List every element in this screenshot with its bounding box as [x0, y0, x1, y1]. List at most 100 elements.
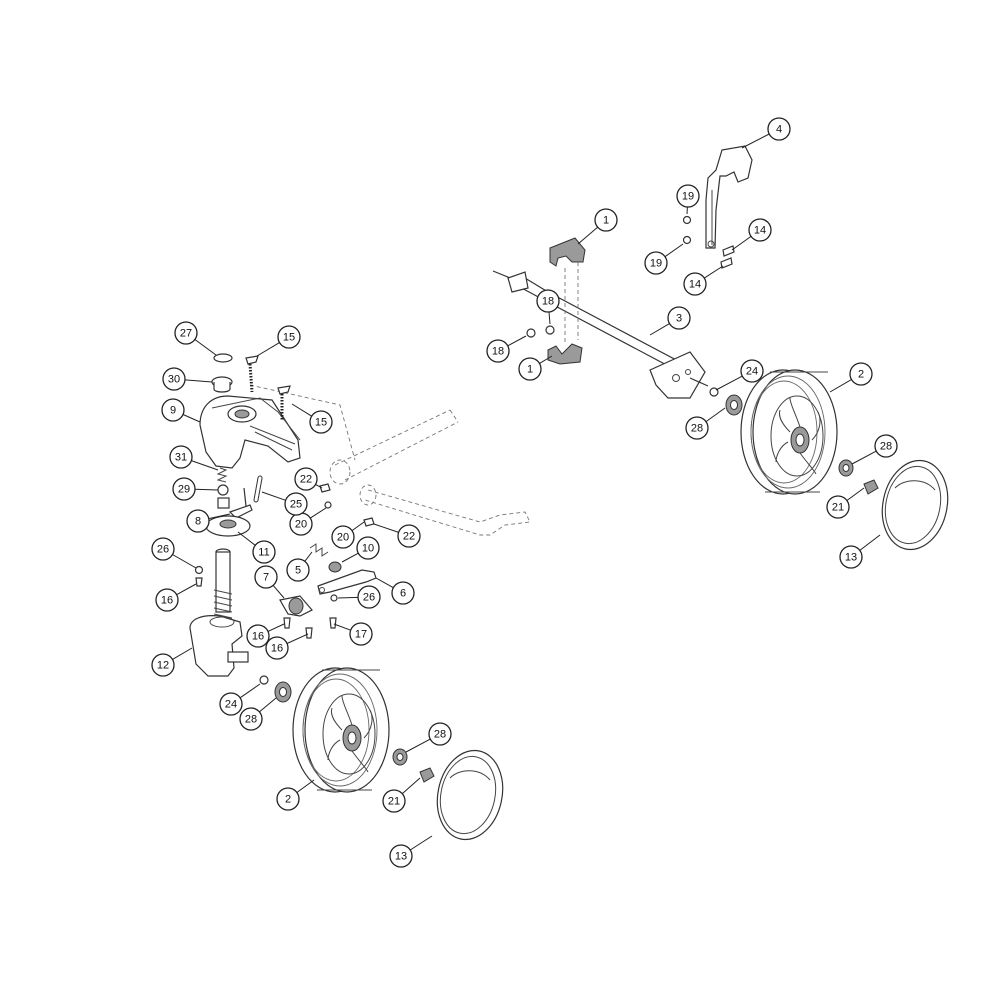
- callout-7: 7: [254, 565, 285, 599]
- callout-19: 19: [676, 184, 700, 215]
- callout-label: 14: [689, 279, 701, 291]
- screw-part: [722, 245, 735, 257]
- callout-circle: [767, 117, 791, 141]
- callout-24: 24: [219, 683, 261, 716]
- nut-part: [526, 328, 536, 338]
- callout-label: 2: [285, 794, 291, 806]
- callout-circle: [356, 536, 380, 560]
- callout-label: 19: [682, 191, 694, 203]
- callout-label: 30: [168, 374, 180, 386]
- wheel-left-part: [292, 667, 390, 793]
- callout-label: 31: [175, 452, 187, 464]
- screw-part: [682, 235, 692, 245]
- callout-22: 22: [373, 523, 421, 548]
- callout-18: 18: [536, 289, 560, 325]
- callout-28: 28: [239, 697, 277, 731]
- callout-leader-line: [829, 379, 852, 393]
- callout-label: 21: [388, 796, 400, 808]
- callout-leader-line: [664, 243, 684, 258]
- callout-circle: [685, 416, 709, 440]
- callout-label: 28: [691, 423, 703, 435]
- callout-circle: [826, 495, 850, 519]
- callout-leader-line: [846, 487, 865, 501]
- callout-11: 11: [237, 531, 276, 564]
- callout-label: 7: [263, 572, 269, 584]
- callout-3: 3: [649, 306, 691, 336]
- bolt-part: [245, 355, 259, 393]
- callout-label: 22: [300, 474, 312, 486]
- callout-circle: [276, 787, 300, 811]
- spindle-part: [213, 548, 233, 619]
- callout-leader-line: [304, 551, 313, 562]
- callout-leader-line: [649, 323, 670, 336]
- callout-leader-line: [194, 339, 217, 356]
- height-lever-part: [705, 145, 753, 249]
- clamp-bottom-part: [547, 343, 583, 365]
- callout-leader-line: [548, 311, 551, 325]
- callout-leader-line: [191, 460, 219, 471]
- callout-29: 29: [172, 477, 219, 501]
- ball-part: [217, 484, 229, 496]
- callout-leader-line: [296, 779, 315, 793]
- fork-part: [189, 615, 249, 677]
- callout-19: 19: [644, 243, 684, 275]
- callout-label: 27: [180, 328, 192, 340]
- callout-5: 5: [286, 551, 313, 582]
- callout-label: 18: [542, 296, 554, 308]
- callout-label: 11: [258, 547, 269, 559]
- bushing-part: [324, 501, 332, 509]
- hubcap-left-part: [436, 749, 504, 841]
- callout-leader-line: [291, 403, 312, 417]
- callout-circle: [849, 362, 873, 386]
- callout-16: 16: [265, 633, 309, 660]
- callout-leader-line: [286, 633, 309, 644]
- callout-14: 14: [731, 218, 772, 251]
- callout-label: 20: [337, 532, 349, 544]
- callout-circle: [174, 321, 198, 345]
- callout-label: 16: [271, 643, 283, 655]
- block-part: [217, 497, 230, 509]
- callout-circle: [284, 492, 308, 516]
- callout-circle: [286, 558, 310, 582]
- callout-12: 12: [151, 647, 193, 677]
- callout-circle: [389, 844, 413, 868]
- callout-8: 8: [186, 509, 231, 533]
- callout-13: 13: [389, 835, 433, 868]
- callout-2: 2: [829, 362, 873, 393]
- callout-circle: [162, 367, 186, 391]
- callout-25: 25: [261, 491, 308, 516]
- callout-leader-line: [261, 491, 286, 501]
- callout-circle: [839, 545, 863, 569]
- callout-13: 13: [839, 534, 881, 569]
- callout-label: 16: [161, 595, 173, 607]
- callout-circle: [151, 537, 175, 561]
- callout-circle: [486, 339, 510, 363]
- callout-label: 24: [225, 699, 237, 711]
- callout-1: 1: [577, 208, 618, 245]
- callout-leader-line: [259, 697, 277, 713]
- washer-part: [330, 594, 338, 602]
- callout-label: 28: [434, 729, 446, 741]
- callout-circle: [169, 445, 193, 469]
- callout-leader-line: [405, 738, 431, 753]
- washer-part: [259, 675, 269, 685]
- callout-label: 26: [363, 592, 375, 604]
- callout-label: 28: [245, 714, 257, 726]
- bushing-part: [363, 517, 375, 527]
- callout-17: 17: [333, 622, 373, 646]
- callout-leader-line: [184, 379, 213, 383]
- bushing-part: [319, 483, 331, 493]
- callout-circle: [676, 184, 700, 208]
- callout-21: 21: [382, 777, 421, 813]
- callout-27: 27: [174, 321, 217, 356]
- callout-label: 22: [403, 531, 415, 543]
- callout-circle: [252, 540, 276, 564]
- callout-circle: [644, 251, 668, 275]
- callout-label: 16: [252, 631, 264, 643]
- callout-26: 26: [337, 585, 381, 609]
- callout-label: 24: [746, 366, 758, 378]
- callout-circle: [397, 524, 421, 548]
- callout-circle: [740, 359, 764, 383]
- callout-label: 8: [195, 516, 201, 528]
- callout-label: 3: [676, 313, 682, 325]
